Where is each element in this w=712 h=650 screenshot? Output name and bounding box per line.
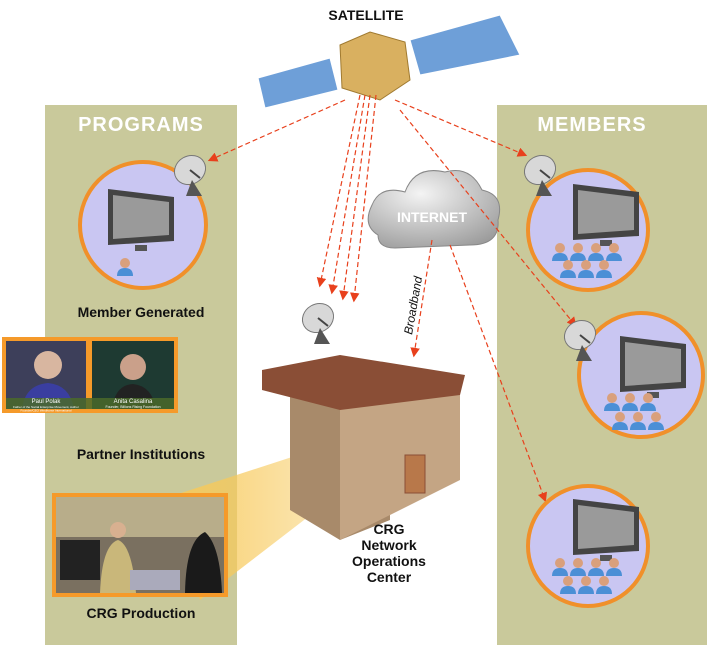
caption-left-title2: Founder/CEO Windhorse International xyxy=(20,409,71,413)
member-group-2 xyxy=(577,311,705,439)
internet-label: INTERNET xyxy=(397,209,467,225)
satellite-icon xyxy=(257,14,521,109)
operations-center-label: CRG Network Operations Center xyxy=(352,521,426,585)
signal-arrows xyxy=(207,94,577,503)
operations-center-building xyxy=(262,355,465,540)
svg-text:Center: Center xyxy=(367,569,412,585)
programs-header: PROGRAMS xyxy=(78,114,204,136)
member-group-3 xyxy=(526,484,650,608)
svg-text:Network: Network xyxy=(361,537,416,553)
internet-cloud-icon xyxy=(367,170,501,249)
program-partner-institutions: Partner Institutions xyxy=(77,446,206,462)
member-group-1 xyxy=(526,168,650,292)
svg-text:Operations: Operations xyxy=(352,553,426,569)
svg-text:CRG: CRG xyxy=(373,521,404,537)
members-header: MEMBERS xyxy=(537,114,646,136)
caption-left-title: Father of the Social Enterprise Movement… xyxy=(13,405,79,409)
partner-institutions-photo xyxy=(2,337,178,413)
center-dish-icon xyxy=(296,296,340,345)
program-member-generated: Member Generated xyxy=(78,304,205,320)
crg-production-photo xyxy=(52,493,228,597)
program-crg-production: CRG Production xyxy=(87,605,196,621)
satellite-label: SATELLITE xyxy=(328,7,403,23)
caption-right-name: Anita Casalina xyxy=(114,399,153,405)
caption-right-title: Founder, Billions Rising Foundation xyxy=(105,405,160,409)
caption-left-name: Paul Polak xyxy=(32,399,62,405)
